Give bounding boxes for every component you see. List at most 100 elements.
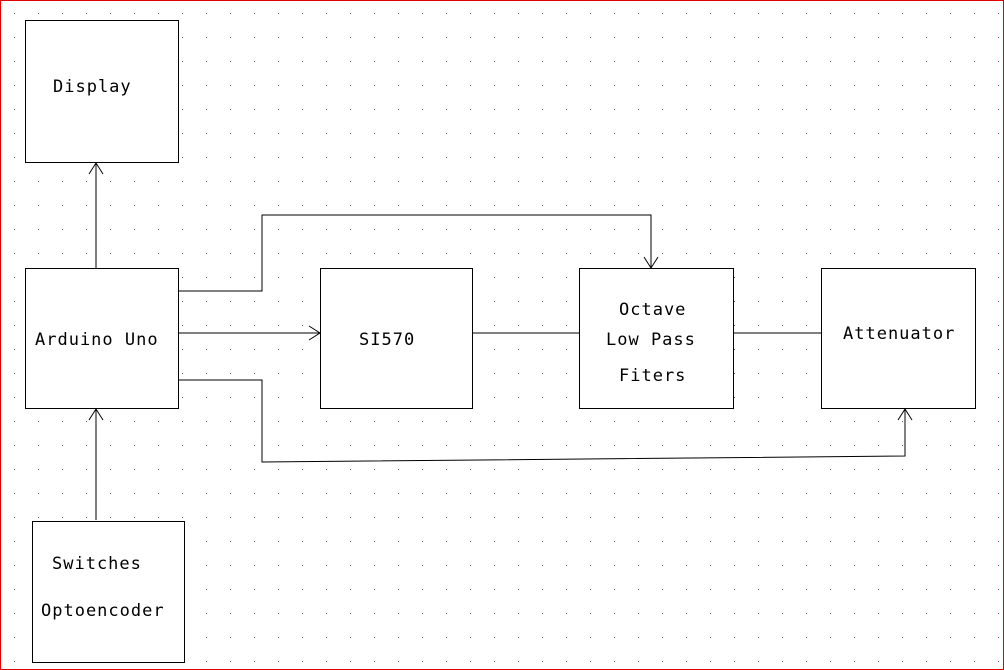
grid-dot bbox=[854, 613, 855, 614]
grid-dot bbox=[254, 13, 255, 14]
grid-dot bbox=[902, 253, 903, 254]
grid-dot bbox=[302, 517, 303, 518]
grid-dot bbox=[206, 349, 207, 350]
grid-dot bbox=[230, 397, 231, 398]
grid-dot bbox=[350, 109, 351, 110]
grid-dot bbox=[254, 85, 255, 86]
grid-dot bbox=[542, 373, 543, 374]
filters-box bbox=[579, 268, 734, 409]
grid-dot bbox=[518, 301, 519, 302]
grid-dot bbox=[734, 325, 735, 326]
grid-dot bbox=[182, 517, 183, 518]
grid-dot bbox=[206, 589, 207, 590]
grid-dot bbox=[734, 589, 735, 590]
grid-dot bbox=[230, 205, 231, 206]
grid-dot bbox=[758, 253, 759, 254]
grid-dot bbox=[854, 517, 855, 518]
grid-dot bbox=[590, 85, 591, 86]
grid-dot bbox=[254, 397, 255, 398]
grid-dot bbox=[566, 445, 567, 446]
grid-dot bbox=[734, 349, 735, 350]
attenuator-block: Attenuator bbox=[821, 268, 976, 409]
grid-dot bbox=[566, 277, 567, 278]
grid-dot bbox=[998, 37, 999, 38]
grid-dot bbox=[686, 517, 687, 518]
grid-dot bbox=[542, 421, 543, 422]
grid-dot bbox=[854, 541, 855, 542]
grid-dot bbox=[998, 661, 999, 662]
grid-dot bbox=[374, 421, 375, 422]
grid-dot bbox=[374, 661, 375, 662]
grid-dot bbox=[278, 589, 279, 590]
grid-dot bbox=[734, 133, 735, 134]
grid-dot bbox=[542, 109, 543, 110]
grid-dot bbox=[230, 157, 231, 158]
grid-dot bbox=[422, 493, 423, 494]
grid-dot bbox=[710, 133, 711, 134]
grid-dot bbox=[878, 637, 879, 638]
grid-dot bbox=[494, 373, 495, 374]
grid-dot bbox=[830, 493, 831, 494]
grid-dot bbox=[398, 661, 399, 662]
display-label: Display bbox=[53, 77, 132, 97]
grid-dot bbox=[470, 13, 471, 14]
grid-dot bbox=[566, 373, 567, 374]
grid-dot bbox=[710, 421, 711, 422]
grid-dot bbox=[614, 589, 615, 590]
grid-dot bbox=[614, 181, 615, 182]
grid-dot bbox=[662, 253, 663, 254]
grid-dot bbox=[230, 109, 231, 110]
grid-dot bbox=[566, 109, 567, 110]
grid-dot bbox=[230, 253, 231, 254]
grid-dot bbox=[14, 277, 15, 278]
grid-dot bbox=[494, 565, 495, 566]
grid-dot bbox=[734, 565, 735, 566]
grid-dot bbox=[446, 565, 447, 566]
grid-dot bbox=[854, 253, 855, 254]
grid-dot bbox=[446, 445, 447, 446]
grid-dot bbox=[350, 133, 351, 134]
grid-dot bbox=[638, 517, 639, 518]
grid-dot bbox=[326, 133, 327, 134]
grid-dot bbox=[854, 13, 855, 14]
grid-dot bbox=[998, 373, 999, 374]
grid-dot bbox=[62, 493, 63, 494]
grid-dot bbox=[806, 157, 807, 158]
grid-dot bbox=[878, 13, 879, 14]
grid-dot bbox=[638, 61, 639, 62]
grid-dot bbox=[518, 13, 519, 14]
grid-dot bbox=[998, 541, 999, 542]
grid-dot bbox=[734, 301, 735, 302]
grid-dot bbox=[350, 517, 351, 518]
grid-dot bbox=[62, 229, 63, 230]
grid-dot bbox=[926, 517, 927, 518]
grid-dot bbox=[86, 205, 87, 206]
grid-dot bbox=[854, 181, 855, 182]
grid-dot bbox=[950, 85, 951, 86]
grid-dot bbox=[422, 613, 423, 614]
grid-dot bbox=[326, 421, 327, 422]
grid-dot bbox=[974, 229, 975, 230]
grid-dot bbox=[782, 37, 783, 38]
grid-dot bbox=[902, 469, 903, 470]
grid-dot bbox=[254, 445, 255, 446]
grid-dot bbox=[182, 421, 183, 422]
grid-dot bbox=[926, 157, 927, 158]
grid-dot bbox=[254, 373, 255, 374]
grid-dot bbox=[758, 157, 759, 158]
grid-dot bbox=[566, 493, 567, 494]
grid-dot bbox=[974, 133, 975, 134]
grid-dot bbox=[614, 565, 615, 566]
grid-dot bbox=[38, 445, 39, 446]
grid-dot bbox=[974, 517, 975, 518]
grid-dot bbox=[446, 517, 447, 518]
grid-dot bbox=[518, 109, 519, 110]
grid-dot bbox=[470, 421, 471, 422]
grid-dot bbox=[902, 445, 903, 446]
grid-dot bbox=[518, 157, 519, 158]
grid-dot bbox=[638, 253, 639, 254]
grid-dot bbox=[566, 661, 567, 662]
grid-dot bbox=[542, 157, 543, 158]
grid-dot bbox=[806, 181, 807, 182]
grid-dot bbox=[230, 277, 231, 278]
